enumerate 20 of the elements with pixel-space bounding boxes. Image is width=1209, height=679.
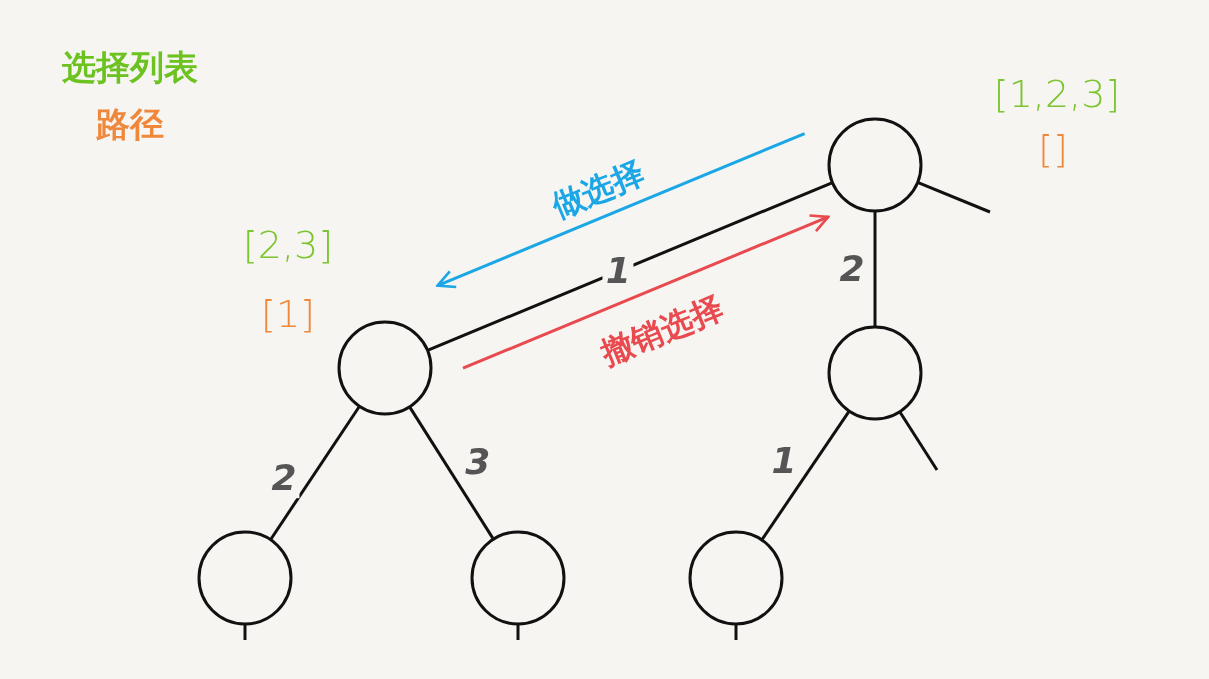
legend-text: 选择列表 (62, 50, 198, 84)
arrow (462, 214, 830, 370)
tree-edge (408, 406, 495, 540)
choice-list-label: [1,2,3] (993, 75, 1121, 113)
tree-edge (873, 211, 877, 327)
arrow (436, 132, 806, 289)
legend-text: 路径 (96, 107, 164, 141)
tree-edge (426, 181, 834, 352)
tree-edge (269, 405, 361, 541)
path-label: [1] (261, 295, 315, 333)
tree-edge (516, 624, 520, 640)
tree-edge (917, 181, 991, 214)
tree-edge (243, 624, 247, 640)
tree-edge (898, 410, 939, 471)
choice-list-label: [2,3] (242, 226, 334, 264)
tree-edge (734, 624, 738, 640)
edge-label: 撤销选择 (594, 289, 730, 373)
path-label: [] (1038, 130, 1068, 168)
edge-label: 做选择 (545, 154, 651, 226)
tree-edge (760, 410, 851, 541)
